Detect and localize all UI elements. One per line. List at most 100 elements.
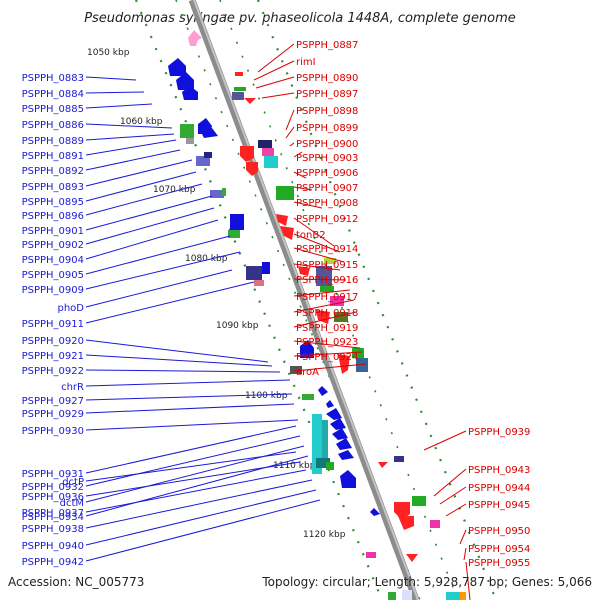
- gene-label-pspph_0938[interactable]: PSPPH_0938: [22, 524, 84, 535]
- gene-arrow: [370, 508, 380, 516]
- gene-block: [222, 188, 226, 196]
- gene-label-pspph_0934[interactable]: PSPPH_0934: [22, 512, 84, 523]
- leader-line: [85, 123, 173, 129]
- gene-label-pspph_0955[interactable]: PSPPH_0955: [468, 558, 530, 569]
- gene-label-pspph_0945[interactable]: PSPPH_0945: [468, 500, 530, 511]
- leader-line: [293, 311, 357, 328]
- gene-label-pspph_0885[interactable]: PSPPH_0885: [22, 104, 84, 115]
- gene-label-pspph_0942[interactable]: PSPPH_0942: [22, 557, 84, 568]
- gene-block: [330, 296, 344, 306]
- gene-label-pspph_0944[interactable]: PSPPH_0944: [468, 483, 530, 494]
- gene-block: [316, 458, 330, 468]
- gene-label-pspph_0937[interactable]: PSPPH_0937: [22, 508, 84, 519]
- gene-label-pspph_0940[interactable]: PSPPH_0940: [22, 541, 84, 552]
- leader-line: [289, 142, 295, 147]
- gene-label-pspph_0918[interactable]: PSPPH_0918: [296, 308, 358, 319]
- gene-label-pspph_0905[interactable]: PSPPH_0905: [22, 270, 84, 281]
- gene-label-phod[interactable]: phoD: [57, 303, 84, 314]
- leader-line: [85, 171, 197, 202]
- gene-label-pspph_0939[interactable]: PSPPH_0939: [468, 427, 530, 438]
- gene-label-pspph_0902[interactable]: PSPPH_0902: [22, 240, 84, 251]
- genome-backbone-highlight: [193, 0, 419, 600]
- scale-mark-1100: 1100 kbp: [245, 391, 288, 401]
- gene-label-pspph_0923[interactable]: PSPPH_0923: [296, 337, 358, 348]
- gene-block: [246, 266, 262, 280]
- leader-line: [293, 217, 335, 247]
- leader-line: [445, 503, 467, 517]
- gene-label-pspph_0903[interactable]: PSPPH_0903: [296, 153, 358, 164]
- gene-label-pspph_0927[interactable]: PSPPH_0927: [22, 396, 84, 407]
- gene-label-dctm[interactable]: dctM: [60, 498, 84, 509]
- gene-arrow: [198, 118, 212, 134]
- gene-label-pspph_0886[interactable]: PSPPH_0886: [22, 120, 84, 131]
- gene-block: [322, 420, 328, 468]
- gene-label-pspph_0936[interactable]: PSPPH_0936: [22, 492, 84, 503]
- gene-label-pspph_0909[interactable]: PSPPH_0909: [22, 285, 84, 296]
- leader-line: [85, 499, 321, 562]
- gene-label-pspph_0929[interactable]: PSPPH_0929: [22, 409, 84, 420]
- leader-line: [85, 139, 177, 156]
- gene-label-pspph_0917[interactable]: PSPPH_0917: [296, 292, 358, 303]
- gene-label-pspph_0896[interactable]: PSPPH_0896: [22, 211, 84, 222]
- gene-label-pspph_0908[interactable]: PSPPH_0908: [296, 198, 358, 209]
- leader-line: [85, 339, 269, 363]
- gene-arrow: [188, 30, 202, 46]
- gene-label-pspph_0884[interactable]: PSPPH_0884: [22, 89, 84, 100]
- gene-label-pspph_0916[interactable]: PSPPH_0916: [296, 275, 358, 286]
- gene-label-rimi[interactable]: rimI: [296, 57, 316, 68]
- gene-label-chrr[interactable]: chrR: [61, 382, 84, 393]
- gene-arrow: [318, 386, 328, 396]
- gene-arrow: [338, 354, 350, 374]
- gene-label-pspph_0895[interactable]: PSPPH_0895: [22, 197, 84, 208]
- gene-label-pspph_0919[interactable]: PSPPH_0919: [296, 323, 358, 334]
- gene-label-pspph_0892[interactable]: PSPPH_0892: [22, 166, 84, 177]
- gene-label-pspph_0889[interactable]: PSPPH_0889: [22, 136, 84, 147]
- gene-label-pspph_0914[interactable]: PSPPH_0914: [296, 244, 358, 255]
- scale-mark-1070: 1070 kbp: [153, 185, 196, 195]
- leader-line: [85, 379, 291, 387]
- gene-label-pspph_0891[interactable]: PSPPH_0891: [22, 151, 84, 162]
- gene-label-dctp[interactable]: dctP: [62, 477, 84, 488]
- leader-line: [85, 76, 137, 81]
- gene-arrow: [406, 554, 418, 562]
- gene-label-pspph_0911[interactable]: PSPPH_0911: [22, 319, 84, 330]
- gene-label-pspph_0930[interactable]: PSPPH_0930: [22, 426, 84, 437]
- gene-label-pspph_0922[interactable]: PSPPH_0922: [22, 366, 84, 377]
- right-leader-lines: [253, 43, 471, 600]
- gene-label-aroa[interactable]: aroA: [296, 367, 319, 378]
- gene-label-pspph_0950[interactable]: PSPPH_0950: [468, 526, 530, 537]
- gene-label-pspph_0915[interactable]: PSPPH_0915: [296, 260, 358, 271]
- gene-label-pspph_0904[interactable]: PSPPH_0904: [22, 255, 84, 266]
- gene-label-pspph_0943[interactable]: PSPPH_0943: [468, 465, 530, 476]
- gene-label-pspph_0887[interactable]: PSPPH_0887: [296, 40, 358, 51]
- gene-label-pspph_0900[interactable]: PSPPH_0900: [296, 139, 358, 150]
- leader-line: [293, 351, 363, 357]
- gene-arrow: [280, 226, 294, 240]
- gene-label-pspph_0883[interactable]: PSPPH_0883: [22, 73, 84, 84]
- gene-label-pspph_0921[interactable]: PSPPH_0921: [22, 351, 84, 362]
- gene-label-pspph_0931[interactable]: PSPPH_0931: [22, 469, 84, 480]
- gene-label-pspph_0920[interactable]: PSPPH_0920: [22, 336, 84, 347]
- gene-label-pspph_0890[interactable]: PSPPH_0890: [296, 73, 358, 84]
- gene-label-pspph_0897[interactable]: PSPPH_0897: [296, 89, 358, 100]
- gene-label-pspph_0932[interactable]: PSPPH_0932: [22, 482, 84, 493]
- gene-label-pspph_0899[interactable]: PSPPH_0899: [296, 123, 358, 134]
- leader-line: [85, 469, 307, 513]
- gene-label-tonb2[interactable]: tonB2: [296, 230, 326, 241]
- gene-arrow: [394, 502, 410, 520]
- gene-label-pspph_0912[interactable]: PSPPH_0912: [296, 214, 358, 225]
- gene-label-pspph_0954[interactable]: PSPPH_0954: [468, 544, 530, 555]
- left-gene-labels: PSPPH_0883PSPPH_0884PSPPH_0885PSPPH_0886…: [22, 73, 85, 568]
- leader-line: [85, 445, 305, 503]
- gene-arrow: [244, 98, 256, 104]
- gene-label-pspph_0907[interactable]: PSPPH_0907: [296, 183, 358, 194]
- gene-label-pspph_0893[interactable]: PSPPH_0893: [22, 182, 84, 193]
- gene-label-pspph_0898[interactable]: PSPPH_0898: [296, 106, 358, 117]
- gene-label-pspph_0901[interactable]: PSPPH_0901: [22, 226, 84, 237]
- leader-line: [85, 269, 233, 308]
- scale-mark-1080: 1080 kbp: [185, 254, 228, 264]
- gene-label-pspph_0906[interactable]: PSPPH_0906: [296, 168, 358, 179]
- gene-label-pspph_0924[interactable]: PSPPH_0924: [296, 352, 358, 363]
- gene-block: [210, 190, 224, 198]
- left-leader-lines: [85, 76, 321, 562]
